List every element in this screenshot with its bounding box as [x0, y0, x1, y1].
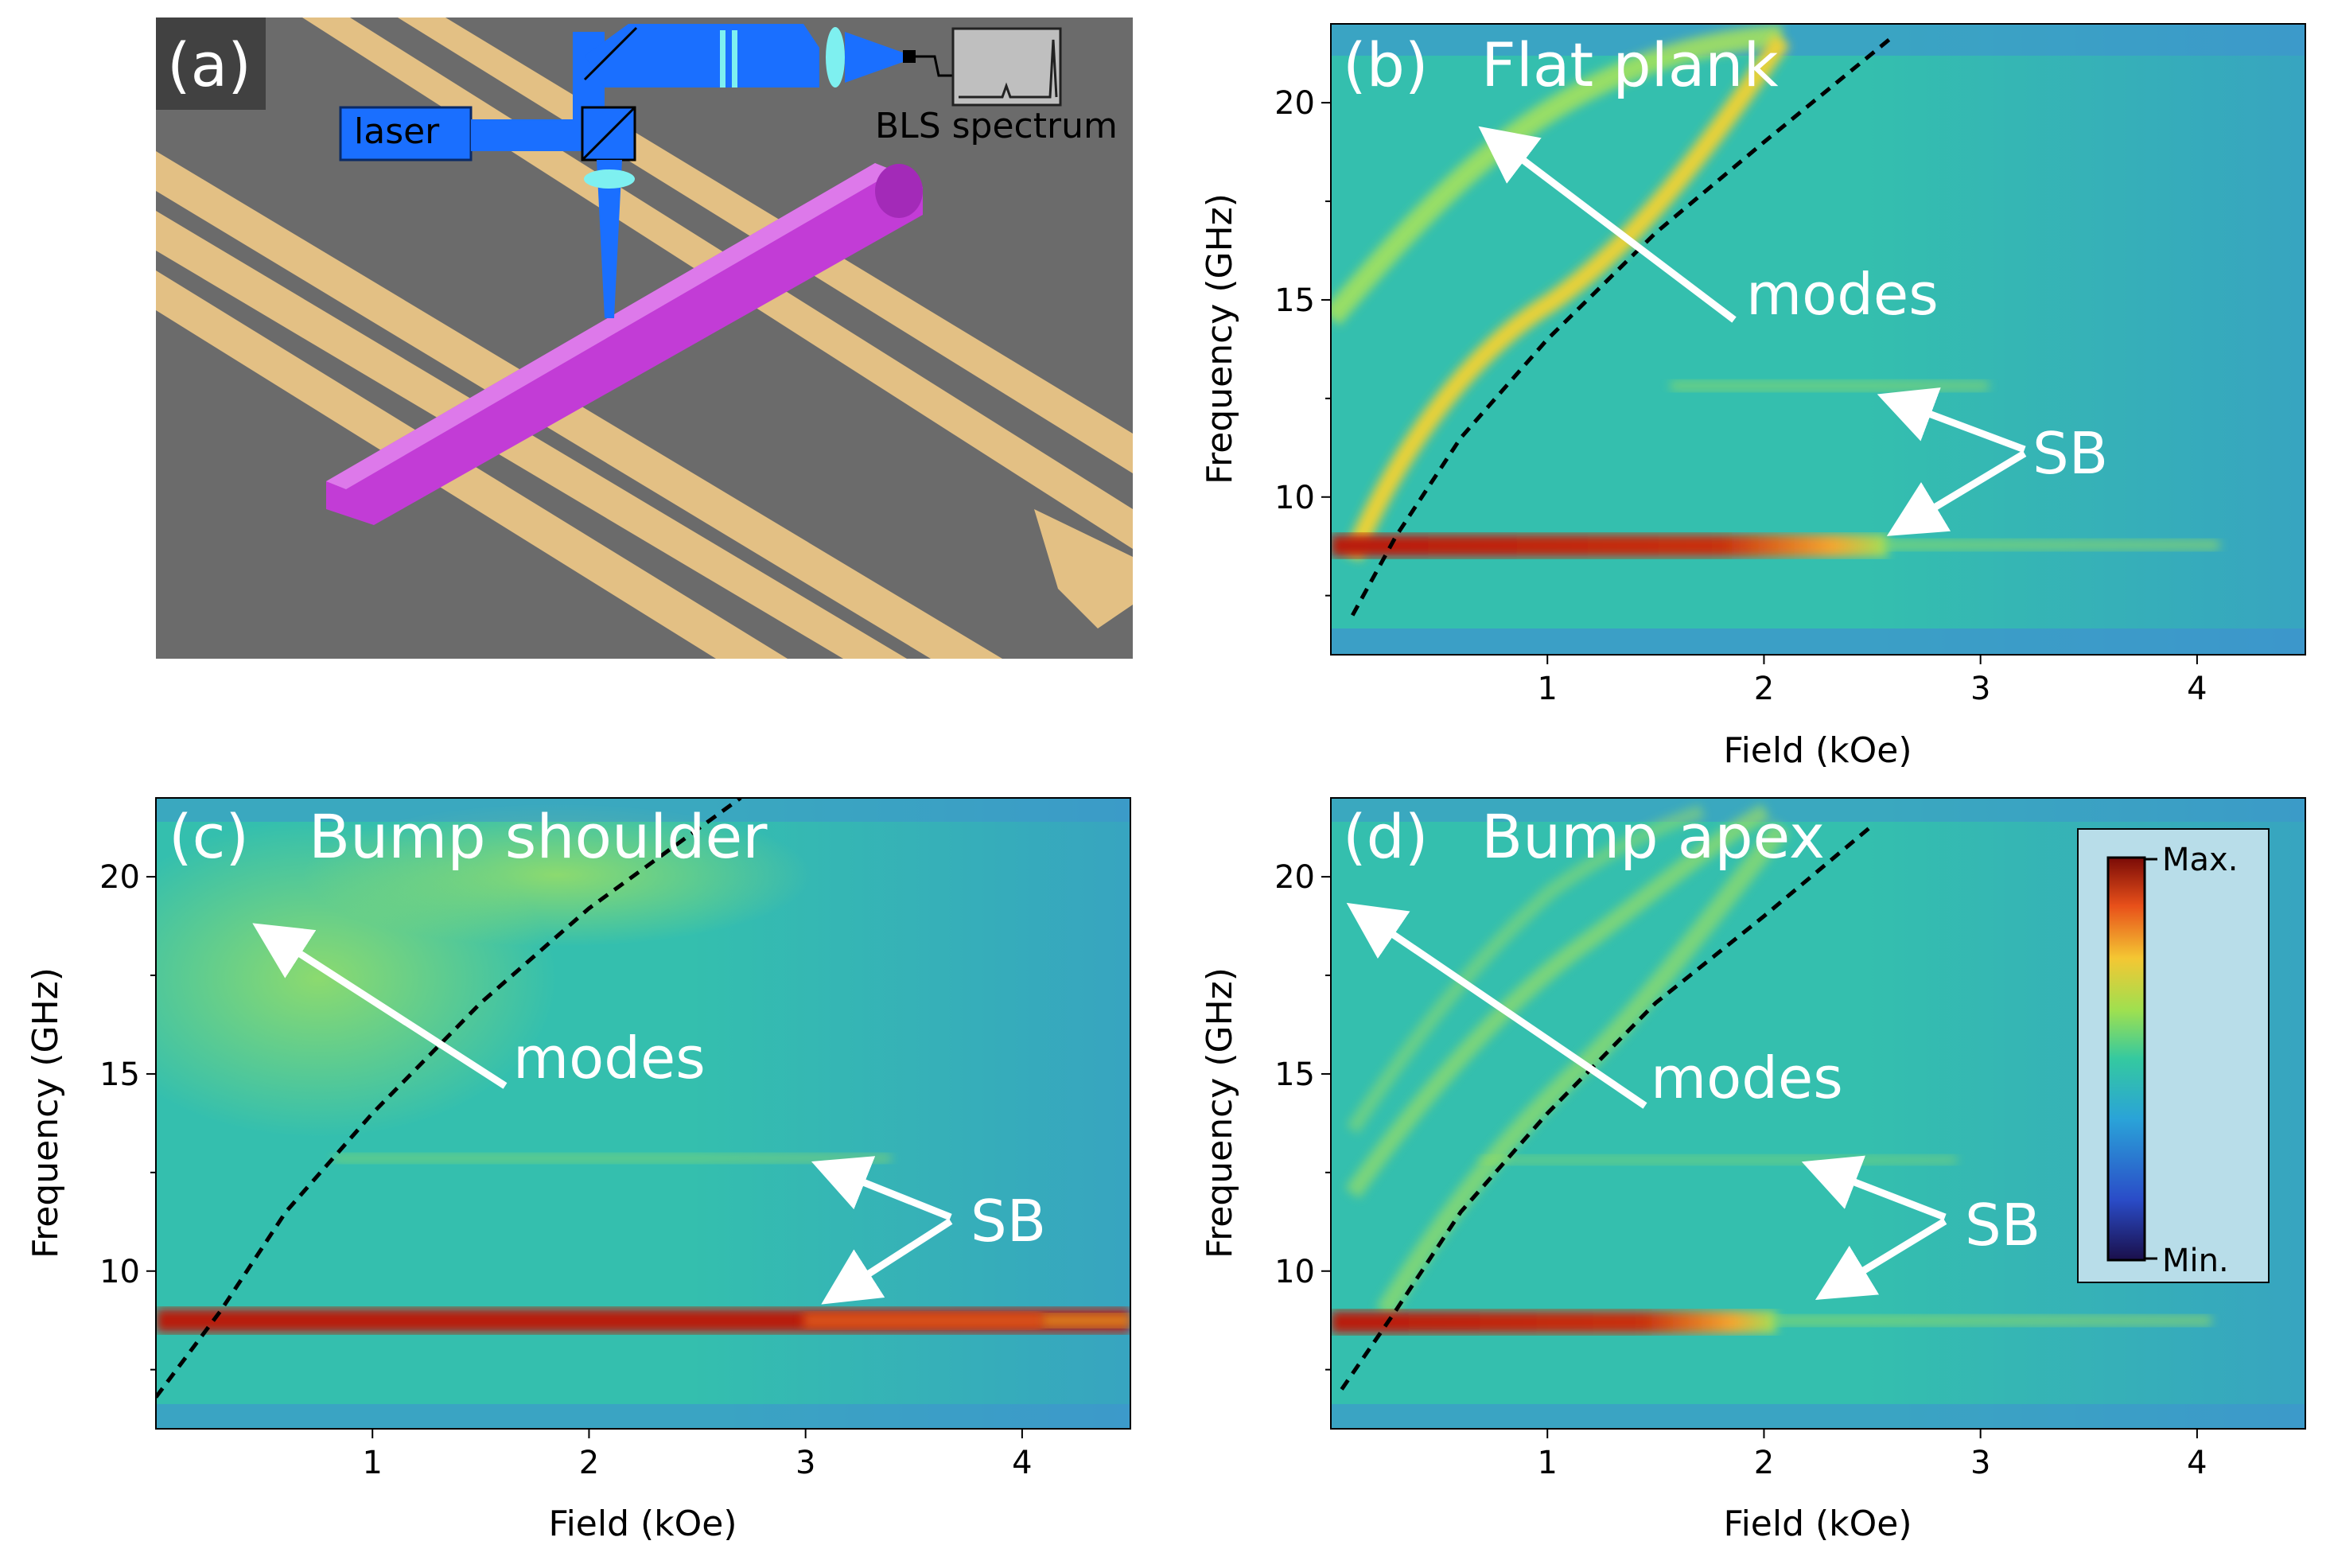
panel-title: Flat plank — [1481, 29, 1778, 100]
x-axis-label: Field (kOe) — [1723, 1504, 1912, 1544]
x-tick-label: 2 — [1754, 671, 1774, 707]
sb-weak-band — [334, 1154, 891, 1163]
x-tick-label: 4 — [2187, 671, 2207, 707]
x-tick-label: 4 — [2187, 1445, 2207, 1481]
y-tick-label: 15 — [1274, 282, 1315, 319]
laser-box — [339, 106, 473, 161]
modes-arrow — [1346, 902, 1647, 1109]
dispersion-curve — [1351, 33, 1896, 617]
x-axis-label: Field (kOe) — [1723, 730, 1912, 771]
x-ticks: 1 2 3 4 — [1537, 655, 2207, 707]
x-tick-label: 1 — [1537, 671, 1557, 707]
x-tick-label: 4 — [1012, 1445, 1032, 1481]
y-tick-label: 20 — [1274, 85, 1315, 122]
y-tick-label: 15 — [99, 1056, 140, 1093]
panel-label: (c) — [169, 801, 249, 872]
nanowire — [326, 163, 923, 525]
x-tick-label: 2 — [1754, 1445, 1774, 1481]
panel-a: (a) laser BLS spectrum — [156, 18, 1133, 659]
sb-label: SB — [2032, 420, 2108, 487]
x-ticks: 1 2 3 4 — [1537, 1429, 2207, 1481]
y-axis-label: Frequency (GHz) — [25, 967, 66, 1259]
colorbar-gradient — [2106, 856, 2146, 1262]
panel-label: (d) — [1343, 801, 1429, 872]
sb-arrow-upper — [1877, 387, 2026, 453]
dispersion-curve — [156, 798, 742, 1399]
y-tick-label: 20 — [99, 859, 140, 896]
sb-weak-band — [1480, 1155, 1957, 1165]
y-tick-label: 10 — [99, 1254, 140, 1290]
x-tick-label: 3 — [795, 1445, 815, 1481]
y-ticks: 10 15 20 — [1274, 859, 1331, 1371]
panel-title: Bump apex — [1481, 801, 1825, 872]
plot-frame — [1330, 23, 2306, 656]
sb-weak-band — [1671, 380, 1989, 391]
panel-a-label: (a) — [167, 29, 251, 100]
modes-label: modes — [513, 1025, 706, 1091]
mode-band-main — [1343, 34, 1790, 561]
optical-setup — [339, 24, 1062, 318]
mode-band — [1345, 803, 1771, 1199]
sb-arrow-upper — [811, 1156, 952, 1221]
y-tick-label: 10 — [1274, 1254, 1315, 1290]
colorbar-max-label: Max. — [2162, 842, 2238, 878]
y-ticks: 10 15 20 — [99, 859, 156, 1371]
y-axis-label: Frequency (GHz) — [1200, 967, 1240, 1259]
x-axis-label: Field (kOe) — [548, 1504, 737, 1544]
colorbar-frame — [2077, 828, 2270, 1283]
plot-frame — [1330, 797, 2306, 1430]
modes-label: modes — [1746, 261, 1939, 328]
bls-spectrum-label: BLS spectrum — [875, 106, 1118, 146]
spectrum-plot — [951, 27, 1062, 107]
sb-arrow-lower — [821, 1218, 953, 1305]
y-tick-label: 15 — [1274, 1056, 1315, 1093]
sb-arrow-lower — [1886, 450, 2027, 536]
sb-label: SB — [971, 1188, 1046, 1255]
colorbar-min-label: Min. — [2162, 1243, 2229, 1279]
y-tick-label: 20 — [1274, 859, 1315, 896]
y-axis-label: Frequency (GHz) — [1200, 193, 1240, 484]
laser-label: laser — [354, 111, 440, 152]
x-tick-label: 1 — [362, 1445, 382, 1481]
y-ticks: 10 15 20 — [1274, 85, 1331, 597]
sb-label: SB — [1965, 1192, 2040, 1259]
panel-a-label-bg — [156, 18, 266, 110]
y-tick-label: 10 — [1274, 480, 1315, 516]
sb-strong-band — [1331, 1311, 1776, 1333]
x-tick-label: 1 — [1537, 1445, 1557, 1481]
modes-label: modes — [1651, 1045, 1843, 1111]
sb-strong-band — [1331, 535, 1888, 557]
mode-band — [1331, 25, 1783, 326]
panel-label: (b) — [1343, 29, 1429, 100]
dispersion-curve — [1340, 823, 1874, 1391]
plot-frame — [155, 797, 1131, 1430]
modes-arrow — [252, 923, 508, 1089]
x-tick-label: 3 — [1970, 671, 1990, 707]
sb-arrow-upper — [1801, 1155, 1947, 1221]
colorbar: Max. Min. — [2077, 828, 2270, 1283]
x-tick-label: 2 — [579, 1445, 599, 1481]
panel-title: Bump shoulder — [309, 801, 768, 872]
x-tick-label: 3 — [1970, 1445, 1990, 1481]
sb-arrow-lower — [1815, 1218, 1947, 1301]
x-ticks: 1 2 3 4 — [362, 1429, 1033, 1481]
modes-arrow — [1478, 126, 1737, 323]
